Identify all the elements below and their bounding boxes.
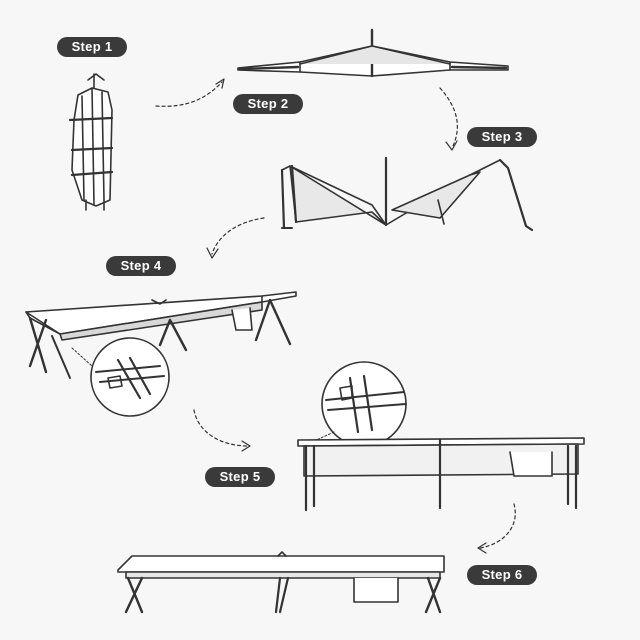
step-1-badge: Step 1 bbox=[57, 37, 127, 57]
magnifier-detail-icon bbox=[71, 337, 170, 417]
step-3-badge: Step 3 bbox=[467, 127, 537, 147]
cot-step4-icon bbox=[25, 291, 297, 379]
arrow-head bbox=[477, 542, 487, 554]
folded-cot-icon bbox=[68, 73, 114, 211]
dashed-arrow-icon bbox=[193, 409, 249, 447]
step-4-badge: Step 4 bbox=[106, 256, 176, 276]
partial-cot-icon bbox=[280, 156, 534, 232]
dashed-arrow-icon bbox=[439, 87, 458, 149]
magnifier-detail-icon bbox=[311, 361, 407, 447]
step-5-badge: Step 5 bbox=[205, 467, 275, 487]
step-2-badge: Step 2 bbox=[233, 94, 303, 114]
step-6-badge: Step 6 bbox=[467, 565, 537, 585]
arrow-head bbox=[241, 440, 251, 452]
cot-step5-icon bbox=[297, 437, 585, 512]
arrow-head bbox=[206, 247, 219, 259]
arrow-head bbox=[215, 78, 225, 89]
arrow-head bbox=[445, 140, 458, 151]
dashed-arrow-icon bbox=[479, 503, 516, 549]
cot-complete-icon bbox=[117, 551, 445, 614]
flat-cot-icon bbox=[237, 28, 509, 78]
dashed-arrow-icon bbox=[155, 81, 223, 107]
dashed-arrow-icon bbox=[211, 217, 265, 255]
